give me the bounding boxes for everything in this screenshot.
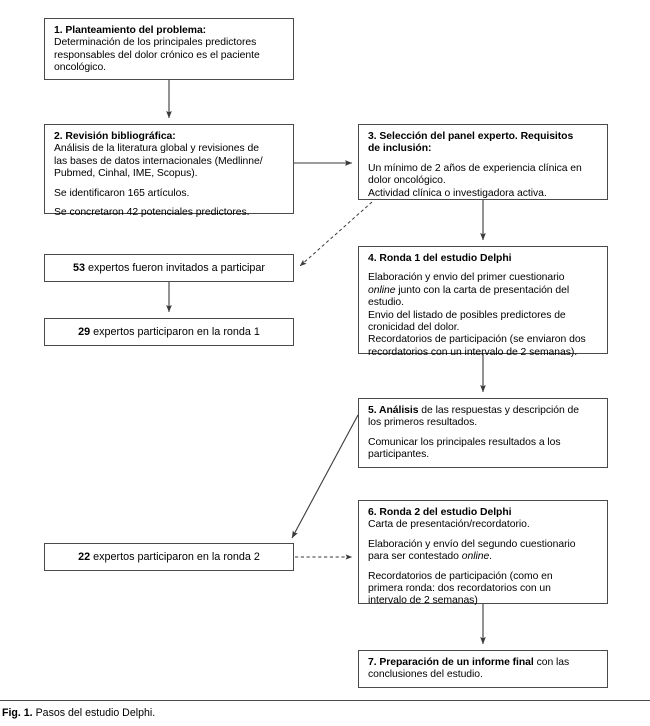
step2-body-line1: Análisis de la literatura global y revis… [54, 143, 259, 155]
step2-body-line2: las bases de datos internacionales (Medl… [54, 155, 263, 167]
step5-body-line1: Comunicar los principales resultados a l… [368, 436, 561, 448]
step4-title: 4. Ronda 1 del estudio Delphi [368, 253, 512, 264]
step3-body-line3: Actividad clínica o investigadora activa… [368, 187, 547, 199]
step4-body-line5: cronicidad del dolor. [368, 322, 460, 334]
figure-label: Fig. 1. [2, 707, 33, 719]
figure-caption: Fig. 1.Pasos del estudio Delphi. [2, 707, 155, 720]
step4-body-line3: estudio. [368, 297, 404, 309]
flow-node-step1[interactable]: 1. Planteamiento del problema: Determina… [44, 18, 294, 80]
step1-body-line2: responsables del dolor crónico es el pac… [54, 49, 260, 61]
step6-body-line3-post: . [489, 551, 493, 563]
step6-body-line3-pre: para ser contestado [368, 551, 462, 563]
step4-body-line6: Recordatorios de participación (se envia… [368, 334, 586, 346]
step3-body-line2: dolor oncológico. [368, 175, 446, 187]
connector-step5-to-round2 [291, 414, 359, 539]
step3-title-line2: de inclusión: [368, 143, 432, 155]
step2-title: 2. Revisión bibliográfica: [54, 131, 176, 142]
step1-body-line1: Determinación de los principales predict… [54, 37, 257, 49]
step4-body-line2: online junto con la carta de presentació… [368, 284, 570, 296]
step2-body-line3: Pubmed, Cinhal, IME, Scopus). [54, 168, 198, 180]
flow-node-step7[interactable]: 7. Preparación de un informe final con l… [358, 650, 608, 688]
counter-invited-text: expertos fueron invitados a participar [87, 262, 266, 274]
step5-title-line1: 5. Análisis de las respuestas y descripc… [368, 405, 580, 416]
flow-node-step5[interactable]: 5. Análisis de las respuestas y descripc… [358, 398, 608, 468]
step3-body-line1: Un mínimo de 2 años de experiencia clíni… [368, 162, 582, 174]
step6-title: 6. Ronda 2 del estudio Delphi [368, 507, 512, 518]
counter-round1-text: expertos participaron en la ronda 1 [93, 326, 260, 338]
step7-title-rest: con las [533, 657, 570, 668]
step6-body-line5: primera ronda: dos recordatorios con un [368, 583, 551, 595]
step5-title-line2: los primeros resultados. [368, 417, 478, 429]
step4-body-line4: Envio del listado de posibles predictore… [368, 309, 566, 321]
step5-title-rest: de las respuestas y descripción de [418, 405, 580, 416]
flow-node-step2[interactable]: 2. Revisión bibliográfica: Análisis de l… [44, 124, 294, 218]
step5-body-line2: participantes. [368, 449, 430, 461]
step6-body-line2: Elaboración y envío del segundo cuestion… [368, 538, 576, 550]
step7-title-line2: conclusiones del estudio. [368, 669, 483, 681]
counter-round2-number: 22 [78, 551, 91, 563]
step6-body-line3: para ser contestado online. [368, 551, 493, 563]
counter-round2-text: expertos participaron en la ronda 2 [93, 551, 260, 563]
counter-box-invited[interactable]: 53 expertos fueron invitados a participa… [44, 254, 294, 282]
counter-round1-number: 29 [78, 326, 91, 338]
step1-title: 1. Planteamiento del problema: [54, 25, 207, 36]
flow-node-step3[interactable]: 3. Selección del panel experto. Requisit… [358, 124, 608, 200]
step4-body-line1: Elaboración y envio del primer cuestiona… [368, 272, 565, 284]
step6-body-line4: Recordatorios de participación (como en [368, 570, 553, 582]
caption-divider [0, 700, 650, 701]
step4-body-line7: recordatorios con un intervalo de 2 sema… [368, 346, 578, 358]
step4-body-line2-rest: junto con la carta de presentación del [395, 284, 570, 296]
flow-node-step6[interactable]: 6. Ronda 2 del estudio Delphi Carta de p… [358, 500, 608, 607]
counter-box-round1[interactable]: 29 expertos participaron en la ronda 1 [44, 318, 294, 346]
step1-body-line3: oncológico. [54, 62, 107, 74]
step7-title-line1: 7. Preparación de un informe final con l… [368, 657, 570, 668]
step2-body-line5: Se concretaron 42 potenciales predictore… [54, 207, 250, 219]
flow-node-step4[interactable]: 4. Ronda 1 del estudio Delphi Elaboració… [358, 246, 608, 358]
figure-caption-text: Pasos del estudio Delphi. [35, 707, 156, 719]
step6-body-line1: Carta de presentación/recordatorio. [368, 519, 530, 531]
counter-invited-number: 53 [72, 262, 85, 274]
step3-title-line1: 3. Selección del panel experto. Requisit… [368, 131, 574, 142]
step6-body-line6: intervalo de 2 semanas) [368, 595, 478, 607]
step2-body-line4: Se identificaron 165 artículos. [54, 187, 190, 199]
counter-box-round2[interactable]: 22 expertos participaron en la ronda 2 [44, 543, 294, 571]
